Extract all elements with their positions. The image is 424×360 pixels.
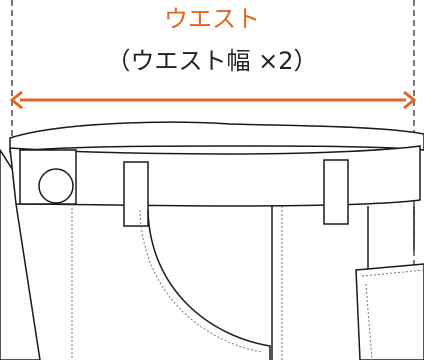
belt-loop-right [323,159,349,225]
pants-left-leg [15,203,41,360]
back-pocket-stitch [361,269,424,277]
waist-title: ウエスト [164,5,260,33]
front-pocket-opening [147,209,271,360]
back-pocket-stitch-2 [365,283,373,360]
front-pocket-stitch [139,209,263,353]
waistband-back [9,121,424,153]
back-pocket [355,263,424,360]
belt-loop-left [123,161,149,227]
waist-subtitle: （ウエスト幅 ×2） [106,47,318,75]
waist-measure-arrow [9,90,417,110]
button-icon [38,168,74,204]
